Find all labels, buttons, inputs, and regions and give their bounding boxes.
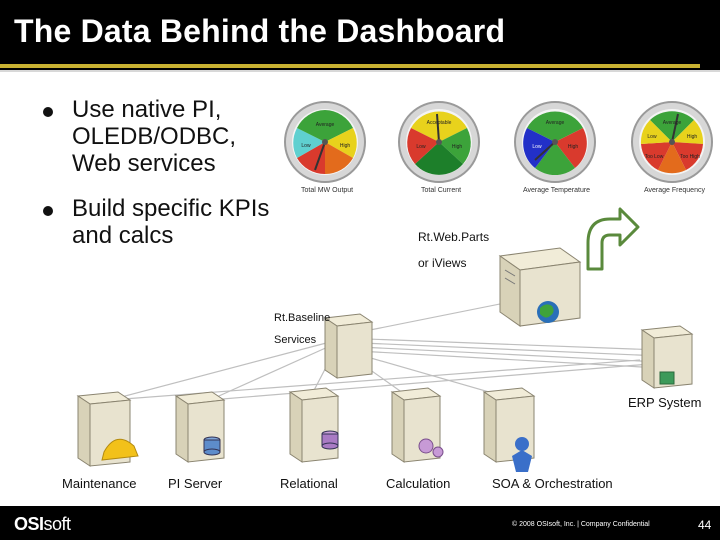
rtbaseline-label-line2: Services	[274, 334, 317, 346]
gauge-average-temperature: Average Low High Average Temperature	[513, 100, 597, 200]
bullet-dot-icon	[43, 107, 53, 117]
gauge-total-current: Acceptable Low High Total Current	[397, 100, 481, 200]
gauge-zone-label: Too High	[680, 154, 700, 160]
gauge-zone-label: Average	[663, 120, 682, 126]
bullet-text-2: Build specific KPIs and calcs	[72, 195, 270, 249]
gauge-dial-icon: Acceptable Low High	[398, 101, 480, 183]
gauge-average-frequency: Average Low High Too Low Too High Averag…	[630, 100, 714, 200]
rtwebparts-label-line2: or iViews	[418, 256, 467, 270]
slide-title: The Data Behind the Dashboard	[14, 13, 506, 49]
web-server-icon	[498, 247, 582, 327]
gauge-dial-icon: Average Low High Too Low Too High	[631, 101, 713, 183]
node-label-calculation: Calculation	[386, 476, 451, 491]
footer-bar: OSIsoft © 2008 OSIsoft, Inc. | Company C…	[0, 506, 720, 540]
bullet-text-1: Use native PI, OLEDB/ODBC, Web services	[72, 96, 237, 177]
copyright-text: © 2008 OSIsoft, Inc. | Company Confident…	[512, 521, 650, 528]
gauge-zone-label: Average	[316, 122, 335, 128]
page-number: 44	[698, 518, 712, 532]
gauge-zone-label: Low	[416, 144, 426, 150]
rtwebparts-label-line1: Rt.Web.Parts	[418, 230, 490, 244]
gauge-zone-label: Low	[647, 134, 657, 140]
gauge-caption: Average Temperature	[523, 187, 591, 194]
gauge-caption: Average Frequency	[644, 187, 705, 194]
architecture-diagram	[76, 247, 694, 472]
rtbaseline-label-line1: Rt.Baseline	[274, 312, 331, 324]
node-label-soa: SOA & Orchestration	[492, 476, 613, 491]
gauge-zone-label: High	[687, 134, 698, 140]
gauge-total-mw-output: Average Low High Total MW Output	[283, 100, 367, 200]
gauge-zone-label: Too Low	[645, 154, 664, 160]
node-label-pi-server: PI Server	[168, 476, 223, 491]
bullet-item-1: Use native PI, OLEDB/ODBC, Web services	[40, 96, 270, 177]
gauge-zone-label: Average	[546, 120, 565, 126]
gauge-dial-icon: Average Low High	[514, 101, 596, 183]
upturn-arrow-icon	[586, 207, 640, 271]
logo-sub: soft	[43, 514, 72, 534]
node-label-relational: Relational	[280, 476, 338, 491]
bullet-item-2: Build specific KPIs and calcs	[40, 195, 270, 249]
gauge-zone-label: Acceptable	[427, 120, 452, 126]
bullet-dot-icon	[43, 206, 53, 216]
erp-server-icon	[640, 325, 694, 389]
pi-server-icon	[174, 391, 226, 463]
node-label-maintenance: Maintenance	[62, 476, 137, 491]
relational-server-icon	[288, 387, 340, 463]
logo-main: OSI	[14, 514, 44, 534]
gauge-caption: Total MW Output	[301, 187, 354, 194]
bullet-list: Use native PI, OLEDB/ODBC, Web services …	[40, 96, 270, 267]
gauge-zone-label: Low	[301, 143, 311, 149]
title-bar: The Data Behind the Dashboard	[0, 0, 720, 72]
gauge-zone-label: Low	[532, 144, 542, 150]
maintenance-server-icon	[76, 391, 139, 467]
baseline-server-icon	[323, 313, 374, 379]
osisoft-logo: OSIsoft	[14, 514, 71, 535]
gauge-zone-label: High	[452, 144, 463, 150]
erp-system-label: ERP System	[628, 395, 702, 410]
calculation-server-icon	[390, 387, 444, 463]
soa-server-icon	[482, 387, 536, 472]
gauge-dial-icon: Average Low High	[284, 101, 366, 183]
gauge-zone-label: High	[340, 143, 351, 149]
gauge-zone-label: High	[568, 144, 579, 150]
gauge-caption: Total Current	[421, 187, 462, 194]
